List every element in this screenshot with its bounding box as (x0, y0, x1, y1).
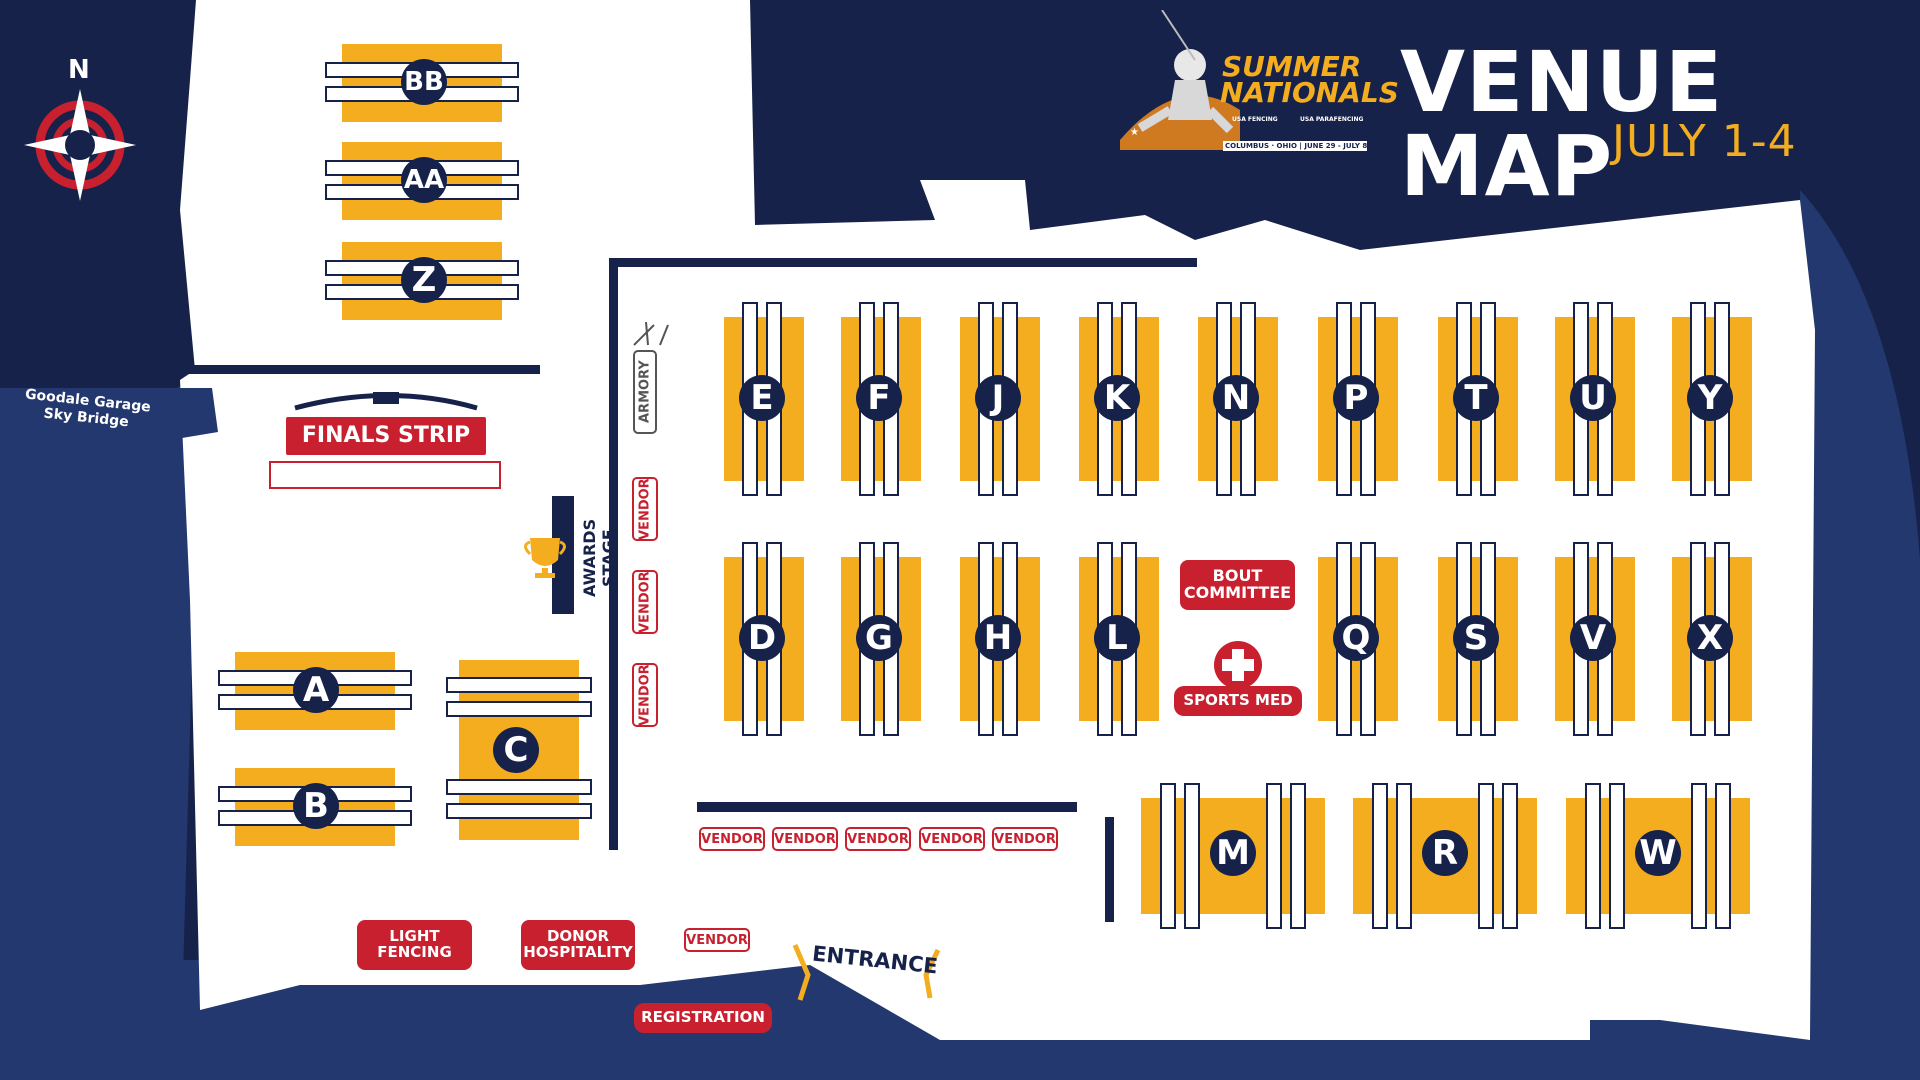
strip-label-l: L (1094, 615, 1140, 661)
fencer-icon: ★ (1120, 10, 1240, 150)
logo-line2: NATIONALS (1220, 76, 1399, 109)
strip-label-d: D (739, 615, 785, 661)
strip-lane (1372, 783, 1388, 929)
strip-lane (1266, 783, 1282, 929)
strip-lane (446, 701, 592, 717)
bout-committee-label: BOUT COMMITTEE (1180, 560, 1295, 610)
vendor-booth: VENDOR (699, 827, 765, 851)
sports-med-label: SPORTS MED (1174, 686, 1302, 716)
strip-lane (1609, 783, 1625, 929)
strip-label-m: M (1210, 830, 1256, 876)
strip-label-f: F (856, 375, 902, 421)
strip-label-a: A (293, 667, 339, 713)
strip-label-n: N (1213, 375, 1259, 421)
strip-label-g: G (856, 615, 902, 661)
compass-north-label: N (68, 55, 90, 85)
donor-hospitality-label: DONOR HOSPITALITY (521, 920, 635, 970)
vendor-booth: VENDOR (684, 928, 750, 952)
vendor-booth: VENDOR (632, 570, 658, 634)
compass: N (20, 55, 145, 205)
strip-label-s: S (1453, 615, 1499, 661)
strip-lane (1502, 783, 1518, 929)
strip-lane (1160, 783, 1176, 929)
logo-org1: USA FENCING (1232, 116, 1278, 123)
strip-label-u: U (1570, 375, 1616, 421)
logo-tagline: COLUMBUS · OHIO | JUNE 29 - JULY 8 · 202… (1223, 141, 1367, 151)
armory-label: ARMORY (633, 350, 657, 434)
strip-label-aa: AA (401, 157, 447, 203)
logo-line1: SUMMER (1222, 50, 1362, 83)
light-fencing-label: LIGHT FENCING (357, 920, 472, 970)
strip-label-p: P (1333, 375, 1379, 421)
strip-label-k: K (1094, 375, 1140, 421)
strip-label-r: R (1422, 830, 1468, 876)
vendor-booth: VENDOR (632, 663, 658, 727)
strip-lane (1585, 783, 1601, 929)
compass-rose-icon (24, 89, 136, 201)
strip-label-t: T (1453, 375, 1499, 421)
strip-lane (1396, 783, 1412, 929)
strip-label-e: E (739, 375, 785, 421)
vendor-booth: VENDOR (772, 827, 838, 851)
strip-lane (1290, 783, 1306, 929)
strip-lane (446, 677, 592, 693)
strip-label-y: Y (1687, 375, 1733, 421)
summer-nationals-logo: ★ SUMMER NATIONALS USA FENCING USA PARAF… (1120, 10, 1399, 151)
strip-lane (1478, 783, 1494, 929)
strip-lane (1184, 783, 1200, 929)
page-title: VENUE MAP (1400, 33, 1724, 215)
strip-lane (1691, 783, 1707, 929)
registration-label: REGISTRATION (634, 1003, 772, 1033)
awards-stage-label: AWARDS STAGE (580, 518, 618, 598)
strip-label-bb: BB (401, 59, 447, 105)
strip-lane (446, 803, 592, 819)
strip-label-h: H (975, 615, 1021, 661)
strip-label-c: C (493, 727, 539, 773)
svg-text:★: ★ (1130, 127, 1139, 138)
strip-label-v: V (1570, 615, 1616, 661)
strip-label-z: Z (401, 257, 447, 303)
strip-lane (1715, 783, 1731, 929)
strip-label-q: Q (1333, 615, 1379, 661)
finals-strip-label: FINALS STRIP (286, 417, 486, 455)
strip-label-w: W (1635, 830, 1681, 876)
strip-label-x: X (1687, 615, 1733, 661)
logo-org2: USA PARAFENCING (1300, 116, 1364, 123)
event-dates: JULY 1-4 (1612, 116, 1797, 167)
strip-label-j: J (975, 375, 1021, 421)
strip-label-b: B (293, 783, 339, 829)
vendor-booth: VENDOR (632, 477, 658, 541)
strip-lane (446, 779, 592, 795)
vendor-booth: VENDOR (919, 827, 985, 851)
vendor-booth: VENDOR (845, 827, 911, 851)
vendor-booth: VENDOR (992, 827, 1058, 851)
